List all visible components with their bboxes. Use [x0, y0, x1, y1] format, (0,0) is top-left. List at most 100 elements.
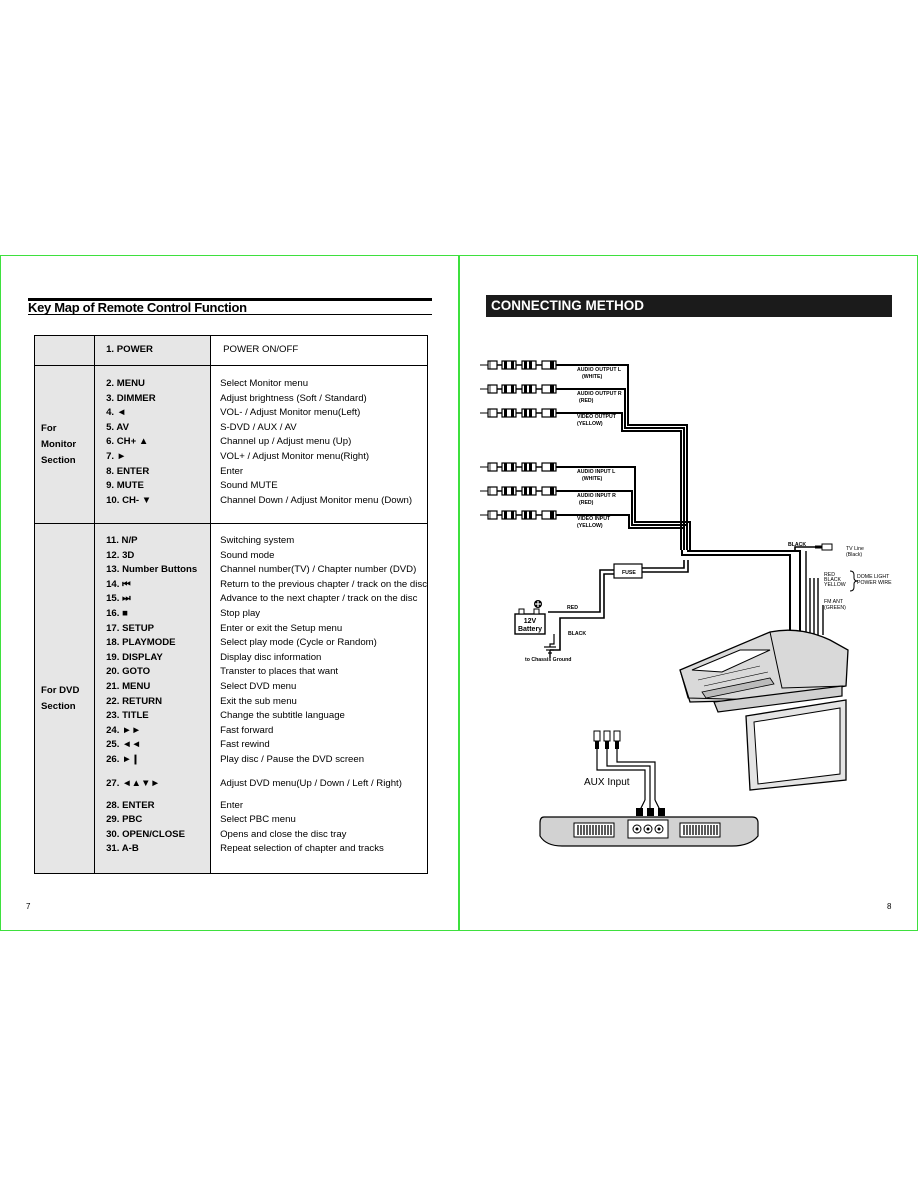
- label-red-1: (RED): [579, 398, 594, 404]
- key-label: 30. OPEN/CLOSE: [106, 828, 185, 840]
- key-label: 6. CH+ ▲: [106, 436, 149, 448]
- function-label: Adjust DVD menu(Up / Down / Left / Right…: [220, 777, 402, 789]
- function-label: Select DVD menu: [220, 680, 297, 692]
- key-label: 17. SETUP: [106, 622, 155, 634]
- function-label: Exit the sub menu: [220, 695, 297, 707]
- section-cell-dvd: For DVD Section: [33, 523, 96, 874]
- key-label: 24. ►►: [106, 724, 142, 736]
- function-label: Channel Down / Adjust Monitor menu (Down…: [220, 494, 413, 506]
- label-ground: to Chassis Ground: [525, 657, 571, 663]
- label-aux-input: AUX Input: [584, 777, 630, 788]
- function-label: Repeat selection of chapter and tracks: [220, 843, 384, 855]
- function-label: Sound mode: [220, 549, 275, 561]
- label-battery-2: Battery: [518, 626, 542, 633]
- label-audio-out-l: AUDIO OUTPUT L: [577, 367, 622, 373]
- left-page: [0, 255, 459, 931]
- function-label: Advance to the next chapter / track on t…: [220, 593, 418, 605]
- key-map-heading: Key Map of Remote Control Function: [28, 298, 432, 315]
- function-label: Channel up / Adjust menu (Up): [220, 436, 352, 448]
- label-video-in: VIDEO INPUT: [577, 516, 611, 522]
- label-dome-black: BLACK: [824, 577, 842, 583]
- key-label: 9. MUTE: [106, 480, 144, 492]
- key-label: 10. CH- ▼: [106, 494, 152, 506]
- function-label: Enter or exit the Setup menu: [220, 622, 343, 634]
- function-label: Switching system: [220, 535, 295, 546]
- label-yellow-2: (YELLOW): [577, 523, 603, 529]
- label-audio-out-r: AUDIO OUTPUT R: [577, 391, 622, 397]
- function-label: Opens and close the disc tray: [220, 828, 347, 840]
- key-label: 25. ◄◄: [106, 739, 142, 751]
- label-dome-red: RED: [824, 572, 835, 578]
- key-label: 14. ⏮: [106, 578, 131, 590]
- key-label: 23. TITLE: [106, 710, 149, 722]
- key-label: 31. A-B: [106, 843, 139, 855]
- function-label: Transter to places that want: [220, 666, 339, 678]
- label-video-out: VIDEO OUTPUT: [577, 414, 617, 420]
- key-label: 7. ►: [106, 450, 127, 462]
- function-label: Select PBC menu: [220, 814, 296, 826]
- function-label: Select play mode (Cycle or Random): [220, 637, 377, 649]
- audio-input-l-connector: [479, 462, 557, 472]
- table-row: For DVD Section 11. N/P 12. 3D 13. Number …: [33, 523, 428, 874]
- label-fm-ant: FM ANT: [824, 599, 844, 605]
- wiring-diagram: AUDIO OUTPUT L (WHITE) AUDIO OUTPUT R (R…: [479, 360, 892, 847]
- fuse-box: [613, 563, 643, 579]
- key-label: 15. ⏭: [106, 593, 131, 605]
- label-white-2: (WHITE): [582, 476, 602, 482]
- label-battery-1: 12V: [524, 618, 537, 625]
- function-label: S-DVD / AUX / AV: [220, 421, 297, 433]
- key-label: 20. GOTO: [106, 666, 151, 678]
- label-tv-line: TV Line: [846, 546, 864, 552]
- audio-output-l-connector: [479, 360, 557, 370]
- key-label: 12. 3D: [106, 549, 135, 561]
- section-cell: [33, 335, 96, 366]
- page-number-left: 7: [26, 902, 31, 911]
- function-label: Display disc information: [220, 651, 322, 663]
- key-map-table: 1. POWER POWER ON/OFF For Monitor Sectio…: [33, 335, 428, 874]
- label-black-main: BLACK: [788, 542, 806, 548]
- table-row: 1. POWER POWER ON/OFF: [33, 335, 428, 366]
- label-fuse: FUSE: [622, 570, 636, 576]
- key-label: 11. N/P: [106, 535, 138, 546]
- key-label: 28. ENTER: [106, 799, 155, 811]
- key-label: 27. ◄▲▼►: [106, 777, 161, 789]
- key-label: 5. AV: [106, 421, 129, 433]
- function-label: Fast forward: [220, 724, 274, 736]
- label-tv-line-color: (Black): [846, 552, 862, 558]
- key-label: 19. DISPLAY: [106, 651, 163, 663]
- function-label: Adjust brightness (Soft / Standard): [220, 392, 367, 404]
- function-label: VOL- / Adjust Monitor menu(Left): [220, 407, 361, 419]
- key-label: 21. MENU: [106, 680, 151, 692]
- label-fm-green: (GREEN): [824, 605, 846, 611]
- label-yellow-1: (YELLOW): [577, 421, 603, 427]
- battery: [514, 600, 546, 635]
- section-cell-monitor: For Monitor Section: [33, 365, 96, 524]
- key-label: 16. ■: [106, 607, 128, 619]
- function-label: Return to the previous chapter / track o…: [220, 578, 427, 590]
- function-label: Play disc / Pause the DVD screen: [220, 753, 365, 765]
- function-label: VOL+ / Adjust Monitor menu(Right): [220, 450, 370, 462]
- function-label: Enter: [220, 465, 244, 477]
- video-output-connector: [479, 408, 557, 418]
- label-white-1: (WHITE): [582, 374, 602, 380]
- key-label: 13. Number Buttons: [106, 564, 198, 576]
- function-label: Stop play: [220, 607, 261, 619]
- label-dome-light-1: DOME LIGHT: [857, 574, 890, 580]
- keys-cell: 11. N/P 12. 3D 13. Number Buttons 14. ⏮ 15. …: [94, 523, 212, 874]
- label-audio-in-l: AUDIO INPUT L: [577, 469, 616, 475]
- video-input-connector: [479, 510, 557, 520]
- key-label: 3. DIMMER: [106, 392, 156, 404]
- function-label: Select Monitor menu: [220, 378, 309, 389]
- connecting-method-heading: CONNECTING METHOD: [486, 295, 892, 317]
- label-black-wire: BLACK: [568, 631, 586, 637]
- label-dome-yellow: YELLOW: [824, 582, 846, 588]
- audio-input-r-connector: [479, 486, 557, 496]
- label-dome-light-2: POWER WIRE: [857, 580, 892, 586]
- functions-cell: POWER ON/OFF: [210, 335, 428, 366]
- key-label: 18. PLAYMODE: [106, 637, 176, 649]
- key-label: 4. ◄: [106, 407, 127, 419]
